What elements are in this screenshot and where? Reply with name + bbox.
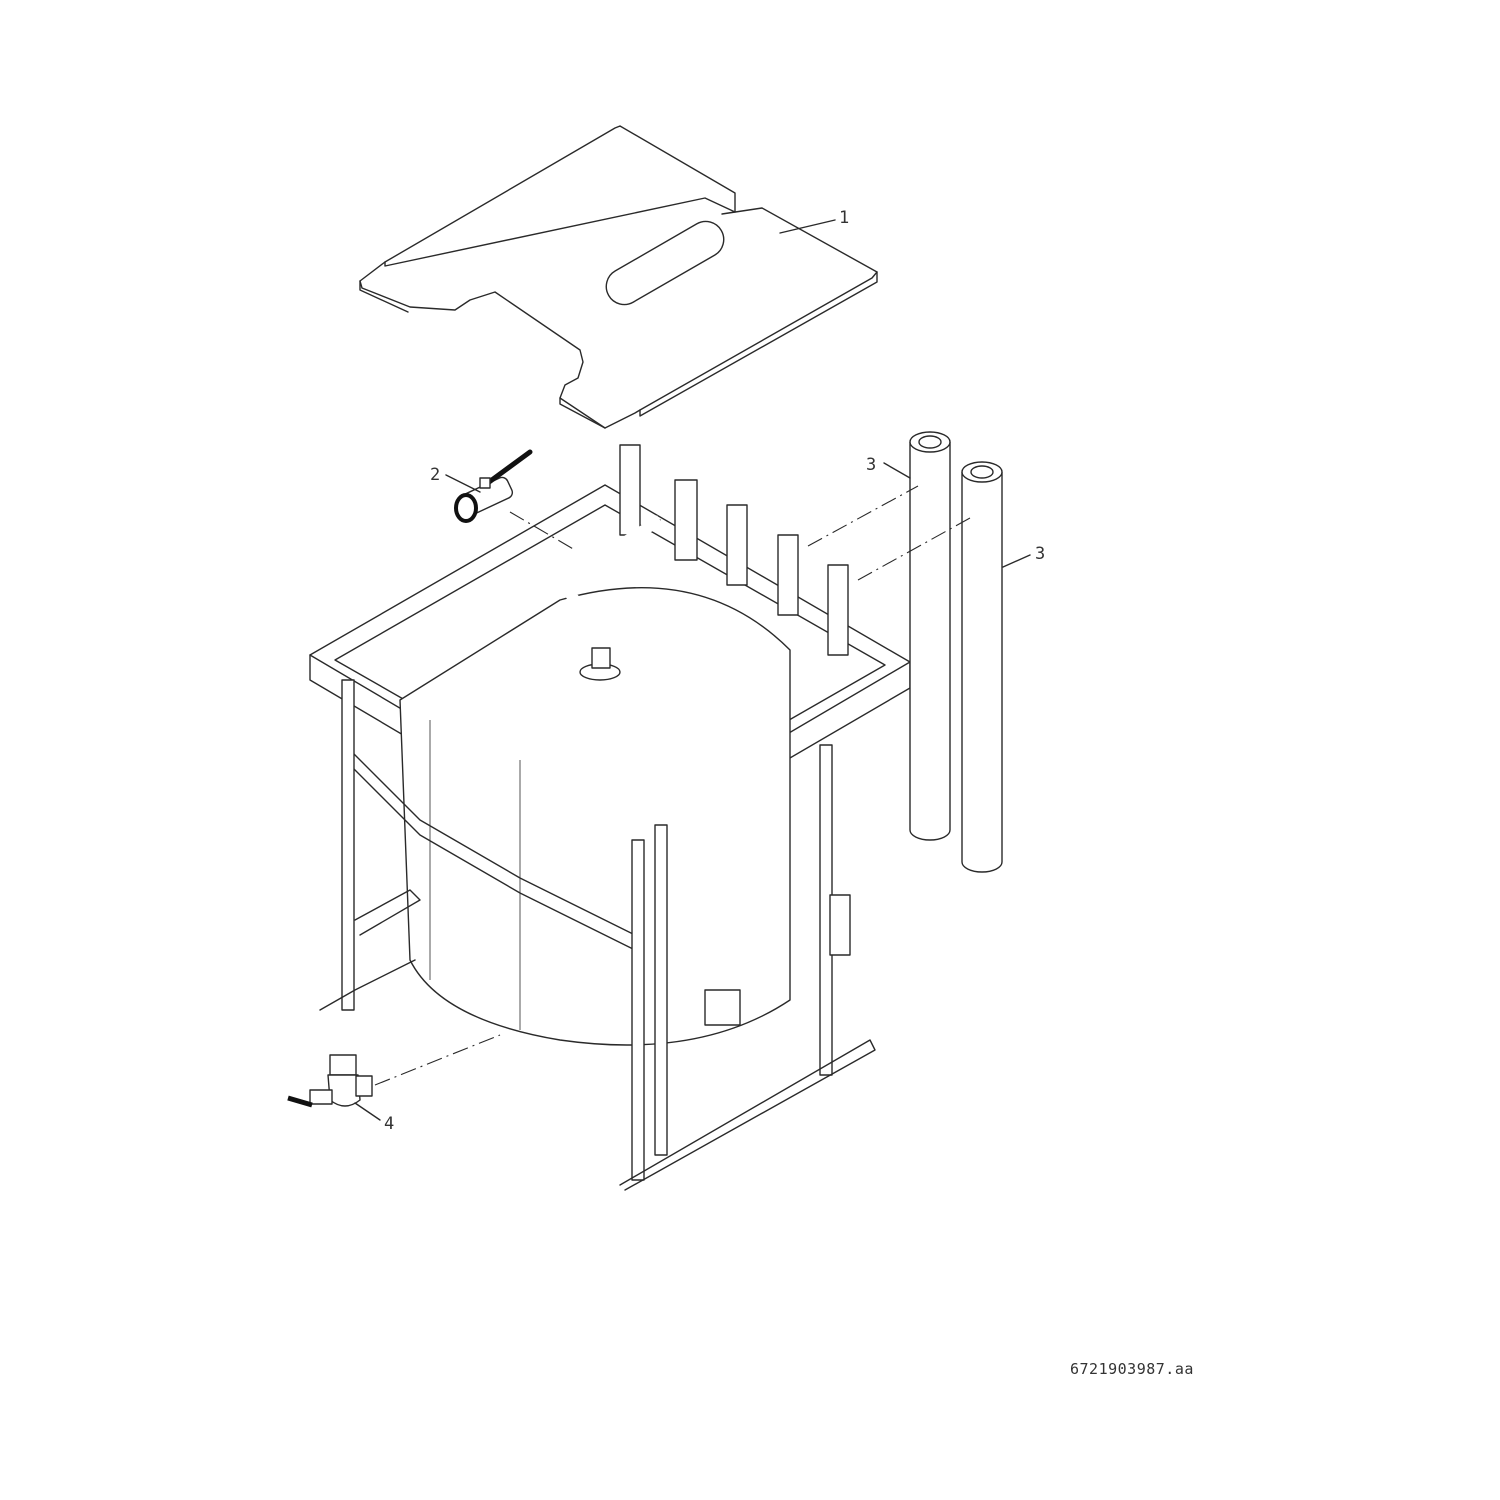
callout-3-right: 3	[1035, 544, 1046, 564]
assembly-line-tube-2	[857, 517, 971, 581]
frame	[309, 444, 911, 1191]
callout-4: 4	[384, 1114, 395, 1134]
assembly-line-tube-1	[807, 485, 919, 547]
callout-2: 2	[430, 465, 441, 485]
drawing-number: 6721903987.aa	[1070, 1360, 1194, 1378]
insulation-tube-1	[909, 431, 951, 841]
leader-3b	[1002, 554, 1031, 568]
leader-2	[445, 474, 481, 493]
callout-3-left: 3	[866, 455, 877, 475]
assembly-line-valve	[509, 511, 576, 551]
leader-4	[354, 1102, 381, 1121]
ball-valve	[454, 449, 533, 523]
callout-1: 1	[839, 208, 850, 228]
assembly-line-drain	[374, 1034, 501, 1086]
leader-3a	[883, 462, 911, 479]
leader-1	[779, 219, 836, 234]
insulation-tube-2	[961, 461, 1003, 873]
cover-plate	[359, 125, 878, 429]
drain-fitting	[287, 1054, 373, 1108]
